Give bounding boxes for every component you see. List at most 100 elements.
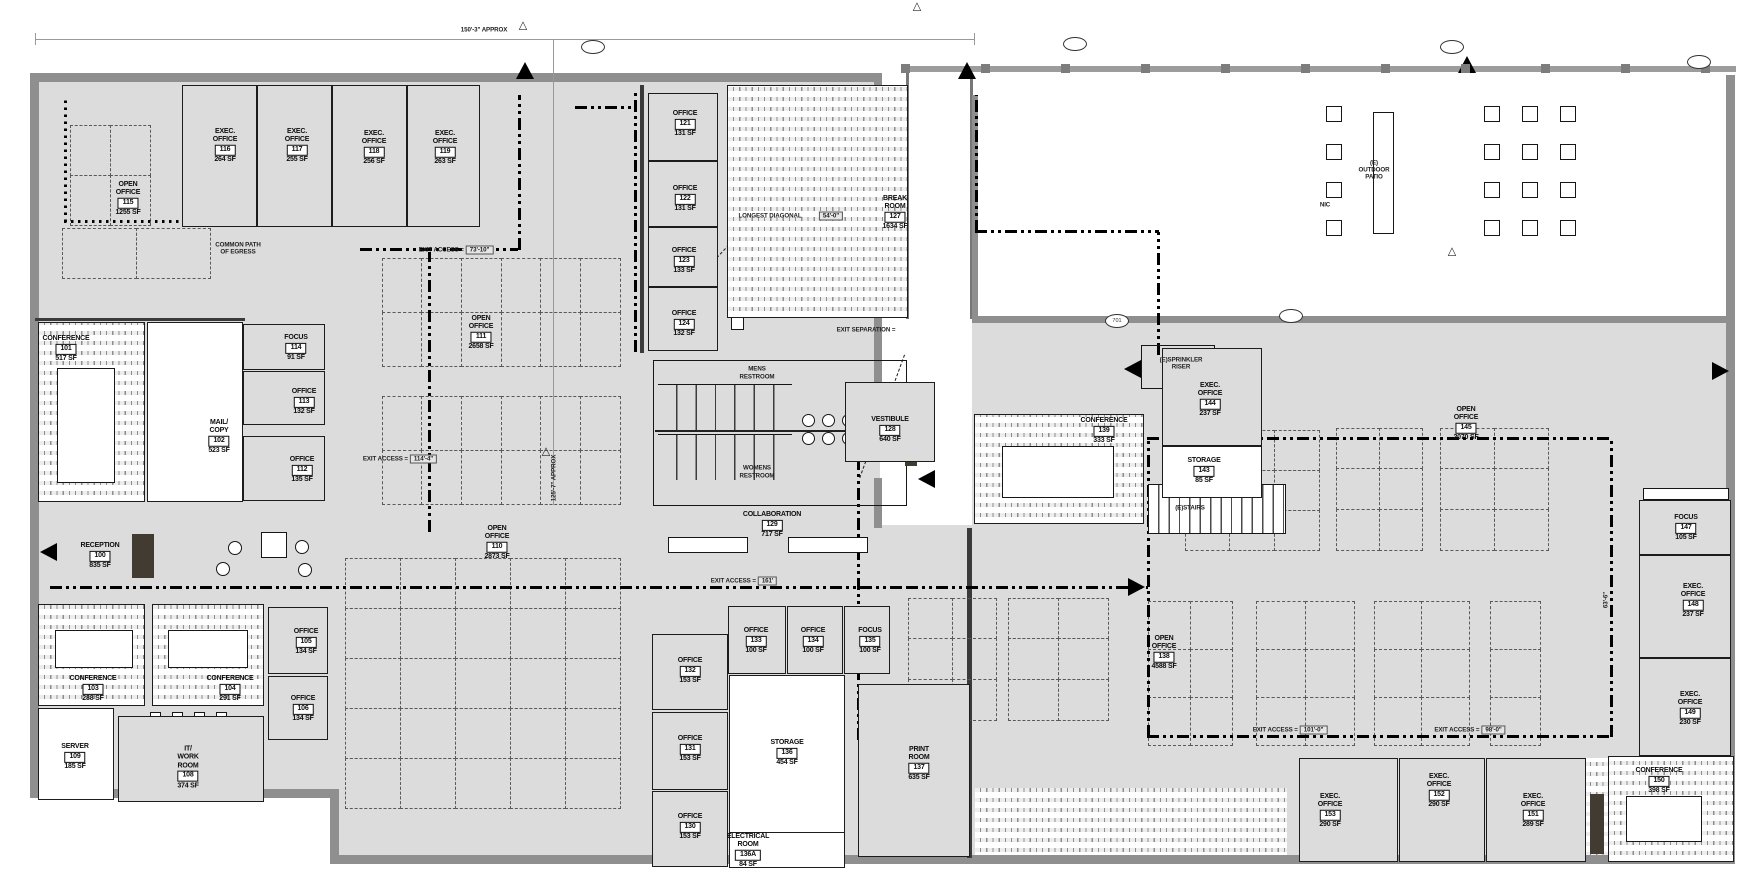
annotation: 54'-0" xyxy=(817,211,844,221)
desk-cell xyxy=(564,707,621,759)
furniture xyxy=(1522,106,1538,122)
desk-cell xyxy=(579,311,621,367)
desk-cell xyxy=(1189,696,1233,746)
desk-grid xyxy=(344,557,621,809)
egress-path xyxy=(975,95,978,232)
wall xyxy=(330,855,1735,864)
desk-cell xyxy=(109,174,151,226)
desk-cell xyxy=(1304,600,1355,650)
desk-cell xyxy=(540,257,581,313)
furniture xyxy=(1373,112,1394,234)
wall xyxy=(970,73,973,319)
furniture xyxy=(1522,144,1538,160)
desk-cell xyxy=(1057,597,1109,640)
furniture xyxy=(1560,182,1576,198)
desk-cell xyxy=(509,707,566,759)
wall xyxy=(640,85,644,353)
desk-cell xyxy=(1304,696,1355,746)
chair xyxy=(822,432,835,445)
furniture xyxy=(1522,220,1538,236)
keynote-triangle: △ xyxy=(541,445,551,458)
desk-cell xyxy=(1189,600,1233,650)
annotation: (E)SPRINKLER xyxy=(1159,356,1203,364)
annotation: RESTROOM xyxy=(739,373,775,381)
desk-cell xyxy=(1421,696,1470,746)
annotation: OF EGRESS xyxy=(220,248,256,256)
furniture xyxy=(261,532,287,558)
desk-cell xyxy=(1335,508,1380,551)
chair xyxy=(295,540,309,554)
annotation: (E) xyxy=(1370,159,1378,167)
furniture xyxy=(1484,106,1500,122)
desk-cell xyxy=(460,257,502,313)
reference-tag xyxy=(581,40,605,54)
desk-cell xyxy=(564,557,621,609)
exit-arrow-right xyxy=(1712,362,1729,380)
desk-cell xyxy=(1421,600,1470,650)
desk-cell xyxy=(1273,429,1320,471)
egress-path xyxy=(975,230,1159,233)
wall xyxy=(30,73,882,82)
desk-cell xyxy=(907,597,953,640)
desk-grid xyxy=(381,257,621,367)
furniture xyxy=(1484,220,1500,236)
desk-cell xyxy=(344,607,401,659)
conference-table xyxy=(1626,796,1702,842)
desk-cell xyxy=(1057,638,1109,680)
keynote-triangle: △ xyxy=(518,19,528,32)
dimension-line xyxy=(35,39,975,40)
furniture xyxy=(1560,144,1576,160)
annotation: COMMON PATH xyxy=(215,241,261,249)
dimension-line xyxy=(974,33,975,45)
desk-cell xyxy=(579,449,621,505)
desk-cell xyxy=(344,707,401,759)
desk-cell xyxy=(579,257,621,313)
floor-zone xyxy=(908,73,972,319)
desk-cell xyxy=(344,757,401,809)
annotation: NIC xyxy=(1319,201,1331,209)
desk-cell xyxy=(579,395,621,451)
egress-path xyxy=(575,106,637,109)
furniture xyxy=(1326,144,1342,160)
desk-cell xyxy=(69,174,111,226)
desk-grid xyxy=(69,124,151,226)
reference-tag xyxy=(1063,37,1087,51)
desk-cell xyxy=(454,657,511,709)
exit-arrow-up xyxy=(958,62,976,79)
wall xyxy=(874,478,882,528)
keynote-triangle: △ xyxy=(912,0,922,13)
desk-cell xyxy=(500,311,542,367)
structural-column xyxy=(1221,64,1230,73)
desk-cell xyxy=(1373,648,1422,698)
desk-cell xyxy=(509,557,566,609)
reference-tag xyxy=(1279,309,1303,323)
room-152 xyxy=(1399,758,1485,862)
egress-path xyxy=(1610,437,1613,737)
wall xyxy=(1726,75,1735,864)
desk-cell xyxy=(1493,508,1549,551)
desk-cell xyxy=(1147,696,1191,746)
keynote-triangle: △ xyxy=(1447,245,1457,258)
exit-arrow-right xyxy=(1128,578,1145,596)
